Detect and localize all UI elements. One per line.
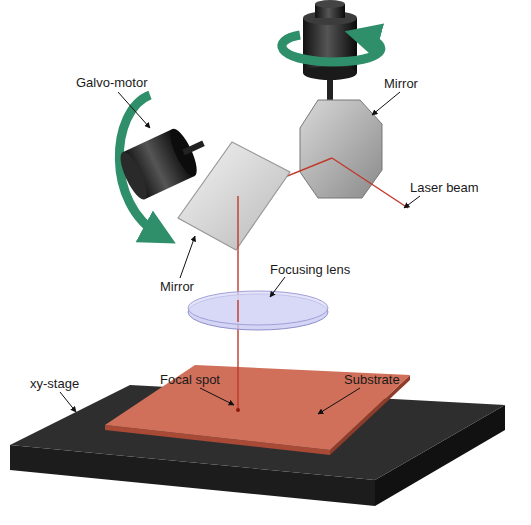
galvo-motor-body <box>315 0 345 8</box>
laser-beam <box>237 196 238 410</box>
laser-beam <box>237 300 238 322</box>
focal-spot <box>236 408 240 412</box>
galvo-motor-body <box>115 149 151 203</box>
leader-line <box>318 388 360 414</box>
mirror <box>178 142 290 250</box>
part-label: Substrate <box>344 372 400 387</box>
motor-shaft <box>182 140 204 155</box>
part-label: xy-stage <box>30 376 79 391</box>
leader-line <box>60 392 76 412</box>
leader-line <box>372 92 400 115</box>
part-label: Mirror <box>160 279 194 294</box>
galvo-motor-body <box>303 66 357 80</box>
substrate-top <box>105 365 410 450</box>
focusing-lens <box>188 291 328 325</box>
part-label: Mirror <box>384 76 418 91</box>
part-label: Galvo-motor <box>76 75 148 90</box>
leader-line <box>180 236 195 278</box>
part-label: Laser beam <box>410 180 479 195</box>
leader-line <box>270 277 285 297</box>
part-label: Focusing lens <box>270 262 350 277</box>
leader-line <box>404 196 420 208</box>
galvo-motor-body <box>165 126 201 180</box>
leader-line <box>118 92 150 128</box>
part-label: Focal spot <box>160 372 220 387</box>
rotation-arrow <box>282 35 381 62</box>
leader-line <box>200 388 234 405</box>
laser-beam <box>332 158 408 208</box>
